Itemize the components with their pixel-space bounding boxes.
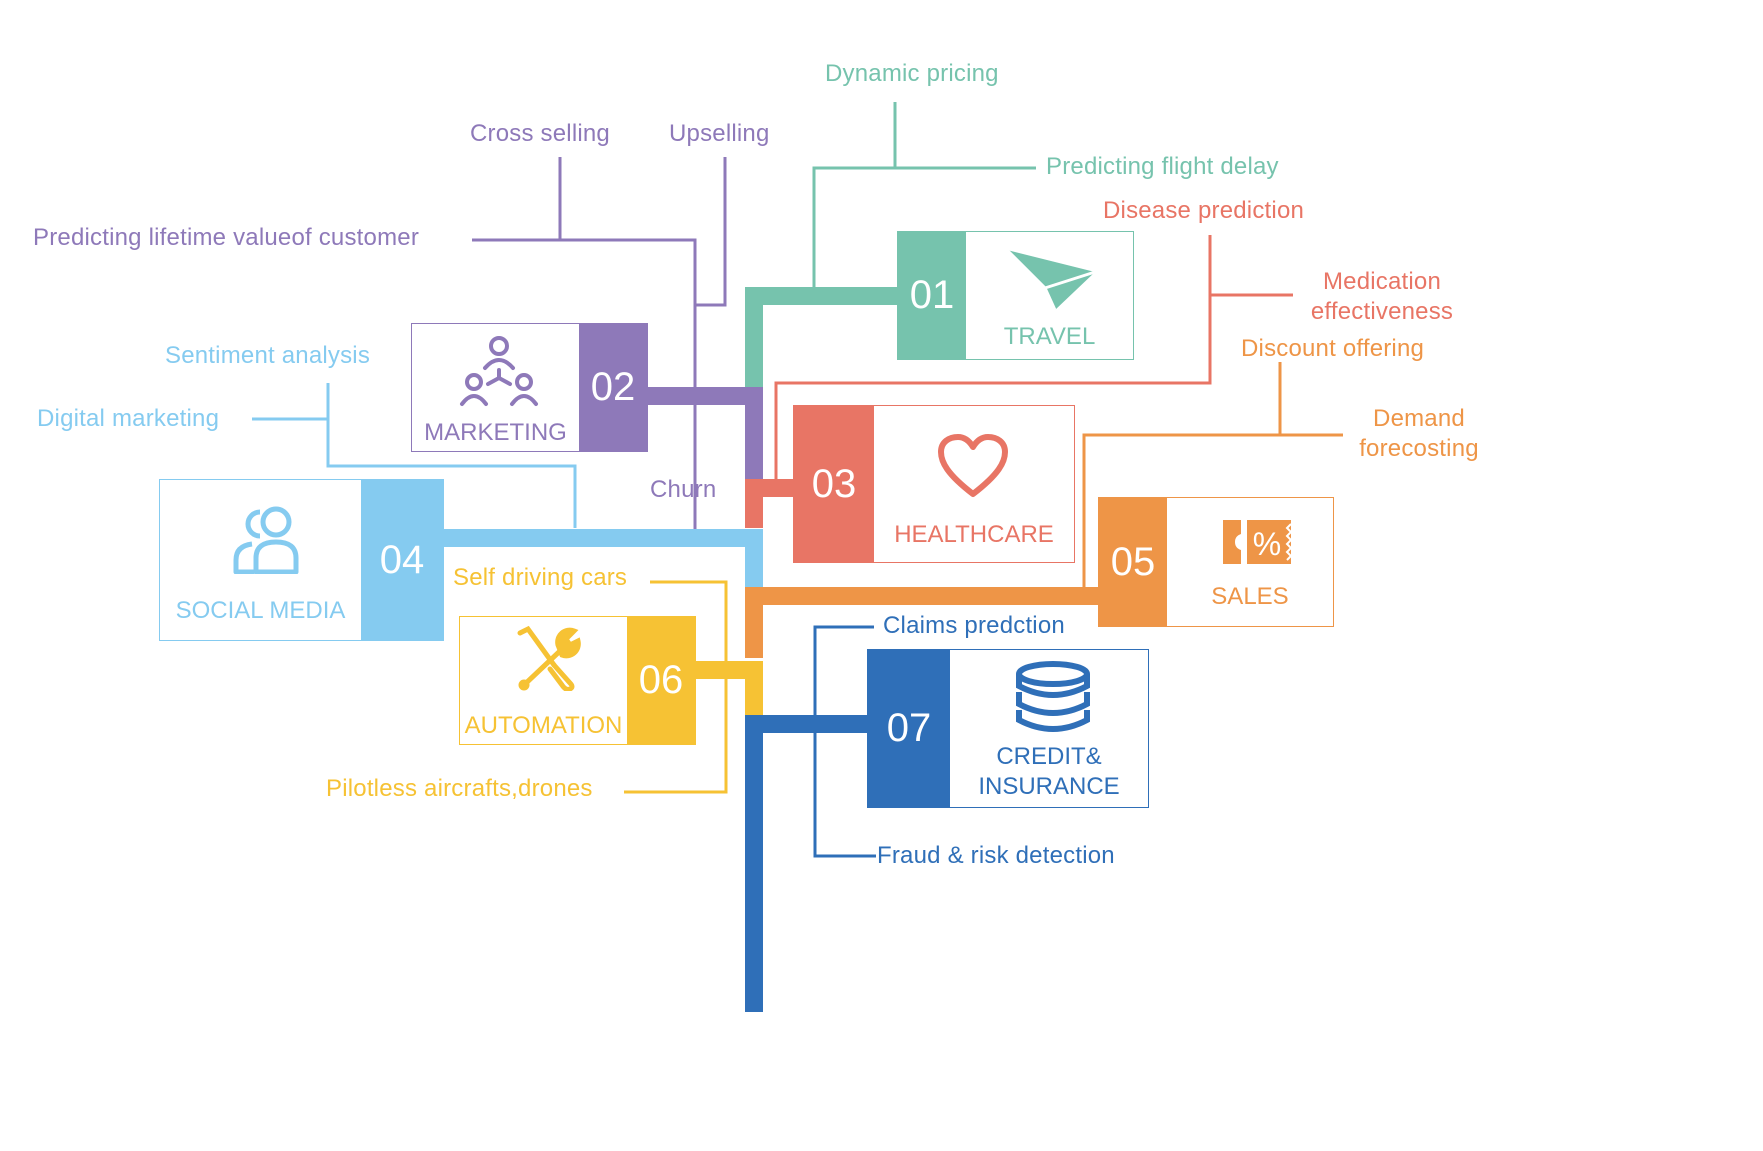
ml-applications-tree-diagram: Dynamic pricing Predicting flight delay …	[33, 60, 1479, 1012]
card-title: AUTOMATION	[464, 712, 623, 739]
label-predicting-flight-delay: Predicting flight delay	[1046, 153, 1279, 180]
card-title: TRAVEL	[1003, 323, 1096, 350]
label-cross-selling: Cross selling	[470, 120, 610, 147]
marketing-leaf-line	[472, 238, 697, 530]
card-healthcare: 03 HEALTHCARE	[793, 405, 1075, 563]
card-number: 01	[898, 232, 966, 359]
card-number: 02	[579, 324, 647, 451]
label-disease-prediction: Disease prediction	[1103, 197, 1305, 224]
card-automation: 06 AUTOMATION	[459, 616, 696, 745]
card-sales: 05 % SALES	[1098, 497, 1334, 627]
marketing-leaf-line	[695, 157, 727, 307]
card-travel: 01 TRAVEL	[897, 231, 1134, 360]
card-number: 05	[1099, 498, 1167, 626]
label-claims-prediction: Claims predction	[883, 612, 1065, 639]
label-self-driving-cars: Self driving cars	[453, 564, 628, 591]
card-marketing: 02 MARKETING	[411, 323, 648, 452]
marketing-branch	[647, 387, 763, 487]
label-digital-marketing: Digital marketing	[37, 405, 220, 432]
travel-branch	[745, 287, 898, 390]
healthcare-branch	[745, 479, 794, 528]
svg-text:%: %	[1253, 526, 1281, 562]
card-title: HEALTHCARE	[894, 521, 1054, 548]
label-effectiveness: effectiveness	[1310, 298, 1454, 325]
paper-plane-icon	[1003, 242, 1099, 317]
label-forecosting: forecosting	[1359, 435, 1479, 462]
credit-branch	[745, 715, 868, 1012]
card-title: SALES	[1211, 583, 1289, 610]
discount-coupon-icon: %	[1221, 518, 1293, 571]
label-churn: Churn	[650, 476, 717, 503]
label-sentiment-analysis: Sentiment analysis	[165, 342, 371, 369]
card-number: 04	[361, 480, 443, 640]
card-social-media: 04 SOCIAL MEDIA	[159, 479, 444, 641]
team-network-icon	[456, 332, 542, 413]
label-fraud-risk-detection: Fraud & risk detection	[877, 842, 1115, 869]
people-icon	[230, 502, 302, 579]
card-number: 03	[794, 406, 874, 562]
card-title-line-2: INSURANCE	[978, 773, 1120, 800]
wrench-screwdriver-icon	[514, 625, 582, 696]
card-number: 06	[627, 617, 695, 744]
sales-leaf-line	[1082, 433, 1343, 590]
sales-branch	[745, 587, 1098, 658]
card-credit-insurance: 07 CREDIT& INSURANCE	[867, 649, 1149, 808]
card-title: SOCIAL MEDIA	[175, 597, 346, 624]
travel-leaf-line	[812, 166, 1036, 295]
automation-branch	[696, 661, 763, 716]
heart-icon	[937, 434, 1009, 505]
social-branch	[444, 529, 763, 587]
social-leaf-line	[252, 417, 577, 528]
label-pilotless-aircrafts: Pilotless aircrafts,drones	[326, 775, 593, 802]
label-predicting-lifetime-value: Predicting lifetime valueof customer	[33, 224, 420, 251]
card-title: MARKETING	[424, 419, 567, 446]
coin-stack-icon	[1013, 660, 1093, 739]
healthcare-leaf-line	[774, 235, 1212, 490]
label-discount-offering: Discount offering	[1241, 335, 1425, 362]
automation-leaf-line	[624, 580, 728, 794]
label-demand: Demand	[1373, 405, 1465, 432]
credit-leaf-line	[813, 625, 876, 858]
label-upselling: Upselling	[669, 120, 770, 147]
card-title-line-1: CREDIT&	[996, 743, 1102, 770]
label-dynamic-pricing: Dynamic pricing	[825, 60, 999, 87]
card-number: 07	[868, 650, 950, 807]
label-medication: Medication	[1322, 268, 1442, 295]
connector-lines	[252, 102, 1343, 1012]
